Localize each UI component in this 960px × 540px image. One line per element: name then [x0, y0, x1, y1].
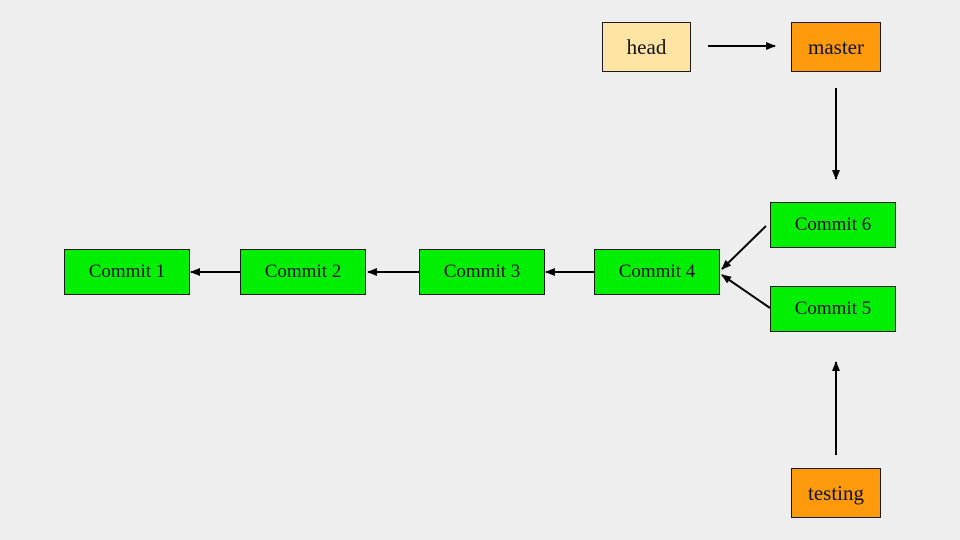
edge-commit-6-to-commit-4 — [721, 225, 767, 270]
commit-2-box: Commit 2 — [240, 249, 366, 295]
commit-5-box: Commit 5 — [770, 286, 896, 332]
commit-1-label: Commit 1 — [88, 261, 166, 282]
commit-3-box: Commit 3 — [419, 249, 545, 295]
edge-commit-5-to-commit-4 — [721, 274, 771, 309]
commit-1-box: Commit 1 — [64, 249, 190, 295]
head-ref-label: head — [626, 34, 667, 59]
commit-3-label: Commit 3 — [443, 261, 521, 282]
commit-2-label: Commit 2 — [264, 261, 342, 282]
commit-6-label: Commit 6 — [794, 214, 872, 235]
master-branch-box: master — [791, 22, 881, 72]
commit-6-box: Commit 6 — [770, 202, 896, 248]
commit-5-label: Commit 5 — [794, 298, 872, 319]
testing-branch-box: testing — [791, 468, 881, 518]
commit-4-label: Commit 4 — [618, 261, 696, 282]
master-branch-label: master — [808, 34, 864, 59]
commit-4-box: Commit 4 — [594, 249, 720, 295]
head-ref-box: head — [602, 22, 691, 72]
testing-branch-label: testing — [808, 480, 864, 505]
